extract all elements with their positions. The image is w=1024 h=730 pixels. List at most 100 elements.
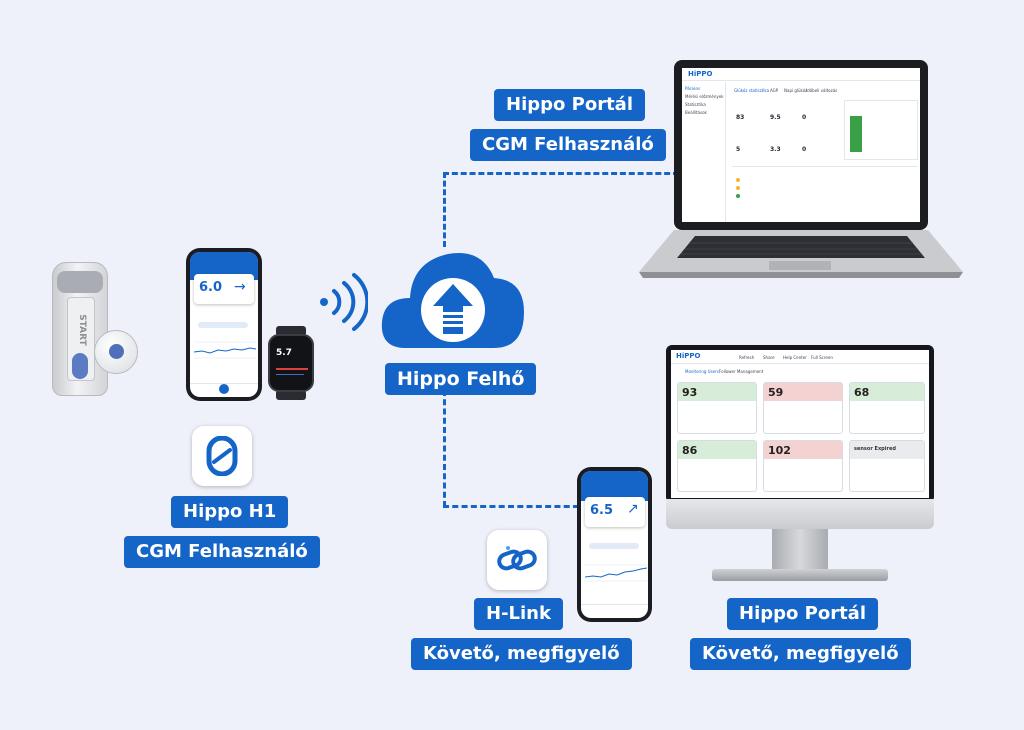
sidebar-item-1[interactable]: Mérési előzmények (685, 94, 724, 99)
portal-bottom-title-label: Hippo Portál (727, 598, 878, 630)
phone1-bottom-nav (190, 383, 258, 397)
watch-body: 5.7 (268, 334, 314, 392)
phone1-glucose-chart (194, 341, 256, 359)
phone1-chip-row (198, 322, 248, 328)
phone1-screen: 6.0 → (190, 252, 258, 397)
monitor-card-0[interactable]: 93 (677, 382, 757, 434)
hippo-h1-sub-label: CGM Felhasználó (124, 536, 320, 568)
smartwatch: 5.7 (266, 326, 316, 400)
laptop-tir-panel (844, 100, 918, 160)
cloud-label: Hippo Felhő (385, 363, 537, 395)
monitor-card-1-band (764, 383, 842, 401)
phone-hlink: 6.5 ↗ (577, 467, 652, 622)
monitor-nav-3[interactable]: Full Screen (811, 355, 833, 360)
monitor-nav-2[interactable]: Help Center (783, 355, 807, 360)
phone2-reading: 6.5 (590, 503, 614, 518)
laptop-stat-0: 83 (736, 114, 745, 121)
laptop-stat-4: 3.3 (770, 146, 781, 153)
cgm-sensor (94, 330, 138, 374)
watch-strap-top (276, 326, 306, 336)
portal-top-title-label: Hippo Portál (494, 89, 645, 121)
monitor-card-3-value: 86 (682, 444, 698, 457)
laptop-tab-1[interactable]: AGP (770, 88, 779, 93)
monitor-card-1-value: 59 (768, 386, 784, 399)
connector-cloud-to-hlink-horizontal (443, 505, 579, 508)
watch-chart-line-2 (276, 374, 304, 375)
monitor-card-5-value: sensor Expired (854, 446, 896, 452)
monitor-card-4[interactable]: 102 (763, 440, 843, 492)
laptop-legend-2 (736, 186, 740, 190)
laptop-topbar (682, 68, 920, 81)
monitor-card-3-band (678, 441, 756, 459)
phone2-screen: 6.5 ↗ (581, 471, 648, 618)
monitor-card-0-band (678, 383, 756, 401)
laptop-sidebar: Páciens Mérési előzmények Statisztika Be… (682, 82, 726, 222)
laptop-tab-0[interactable]: Glükóz statisztika (734, 88, 770, 93)
monitor-screen-frame: HiPPO Refresh Share Help Center Full Scr… (666, 345, 934, 503)
monitor-card-2[interactable]: 68 (849, 382, 925, 434)
monitor-card-2-value: 68 (854, 386, 870, 399)
phone-hippo-h1: 6.0 → (186, 248, 262, 401)
monitor-stand-base (712, 569, 888, 581)
laptop: HiPPO Páciens Mérési előzmények Statiszt… (637, 60, 965, 282)
laptop-tir-bar (850, 116, 862, 152)
laptop-legend-1 (736, 178, 740, 182)
phone1-nav-center-button[interactable] (219, 384, 229, 394)
hippo-h1-title-label: Hippo H1 (171, 496, 289, 528)
phone2-bottom-nav (581, 604, 648, 618)
hlink-sub-label: Követő, megfigyelő (411, 638, 632, 670)
sidebar-item-0[interactable]: Páciens (685, 86, 701, 91)
watch-chart-line (276, 368, 308, 370)
laptop-stat-2: 0 (802, 114, 807, 121)
monitor-card-5[interactable]: sensor Expired (849, 440, 925, 492)
phone2-card[interactable]: 6.5 ↗ (585, 497, 645, 527)
laptop-logo: HiPPO (688, 70, 713, 78)
watch-strap-bottom (276, 390, 306, 400)
laptop-divider (732, 166, 918, 167)
hippo-h1-app-icon[interactable] (192, 426, 252, 486)
monitor-card-3[interactable]: 86 (677, 440, 757, 492)
monitor-card-2-band (850, 383, 924, 401)
monitor-tab-0[interactable]: Monitoring Users (685, 369, 719, 374)
phone1-arrow-icon: → (234, 279, 246, 295)
laptop-screen: HiPPO Páciens Mérési előzmények Statiszt… (682, 68, 920, 222)
laptop-tab-2[interactable]: Napi glükóz (784, 88, 808, 93)
sensor-center (109, 344, 124, 359)
phone2-glucose-chart (585, 564, 647, 582)
laptop-stat-1: 9.5 (770, 114, 781, 121)
sidebar-item-3[interactable]: Beállítások (685, 110, 707, 115)
monitor-nav-0[interactable]: Refresh (739, 355, 755, 360)
monitor-chin (666, 499, 934, 529)
phone2-chip-row (589, 543, 639, 549)
laptop-tab-3[interactable]: Időbeli változás (806, 88, 838, 93)
monitor-card-1[interactable]: 59 (763, 382, 843, 434)
portal-bottom-sub-label: Követő, megfigyelő (690, 638, 911, 670)
monitor-logo: HiPPO (676, 352, 701, 360)
laptop-base (639, 230, 963, 278)
watch-reading: 5.7 (276, 348, 292, 358)
monitor-nav-1[interactable]: Share (763, 355, 775, 360)
cloud-icon (381, 253, 524, 348)
phone1-card[interactable]: 6.0 → (194, 274, 254, 304)
monitor-card-0-value: 93 (682, 386, 698, 399)
applicator-button[interactable] (72, 353, 88, 379)
monitor-stand-neck (772, 529, 828, 571)
cgm-applicator: START (52, 262, 108, 396)
monitor-screen: HiPPO Refresh Share Help Center Full Scr… (671, 350, 929, 498)
portal-top-sub-label: CGM Felhasználó (470, 129, 666, 161)
chain-link-icon (497, 546, 537, 571)
hlink-app-icon[interactable] (487, 530, 547, 590)
wireless-signal-icon (320, 273, 368, 331)
connector-cloud-to-hlink-vertical (443, 390, 446, 507)
desktop-monitor: HiPPO Refresh Share Help Center Full Scr… (666, 345, 934, 583)
laptop-legend-3 (736, 194, 740, 198)
phone2-header (581, 471, 648, 501)
monitor-topbar (671, 350, 929, 364)
hippo-zero-logo-icon (206, 436, 238, 476)
monitor-tab-1[interactable]: Follower Management (719, 369, 764, 374)
laptop-lid: HiPPO Páciens Mérési előzmények Statiszt… (674, 60, 928, 230)
phone1-reading: 6.0 (199, 280, 223, 295)
hlink-title-label: H-Link (474, 598, 563, 630)
phone2-arrow-up-right-icon: ↗ (627, 501, 639, 517)
sidebar-item-2[interactable]: Statisztika (685, 102, 706, 107)
